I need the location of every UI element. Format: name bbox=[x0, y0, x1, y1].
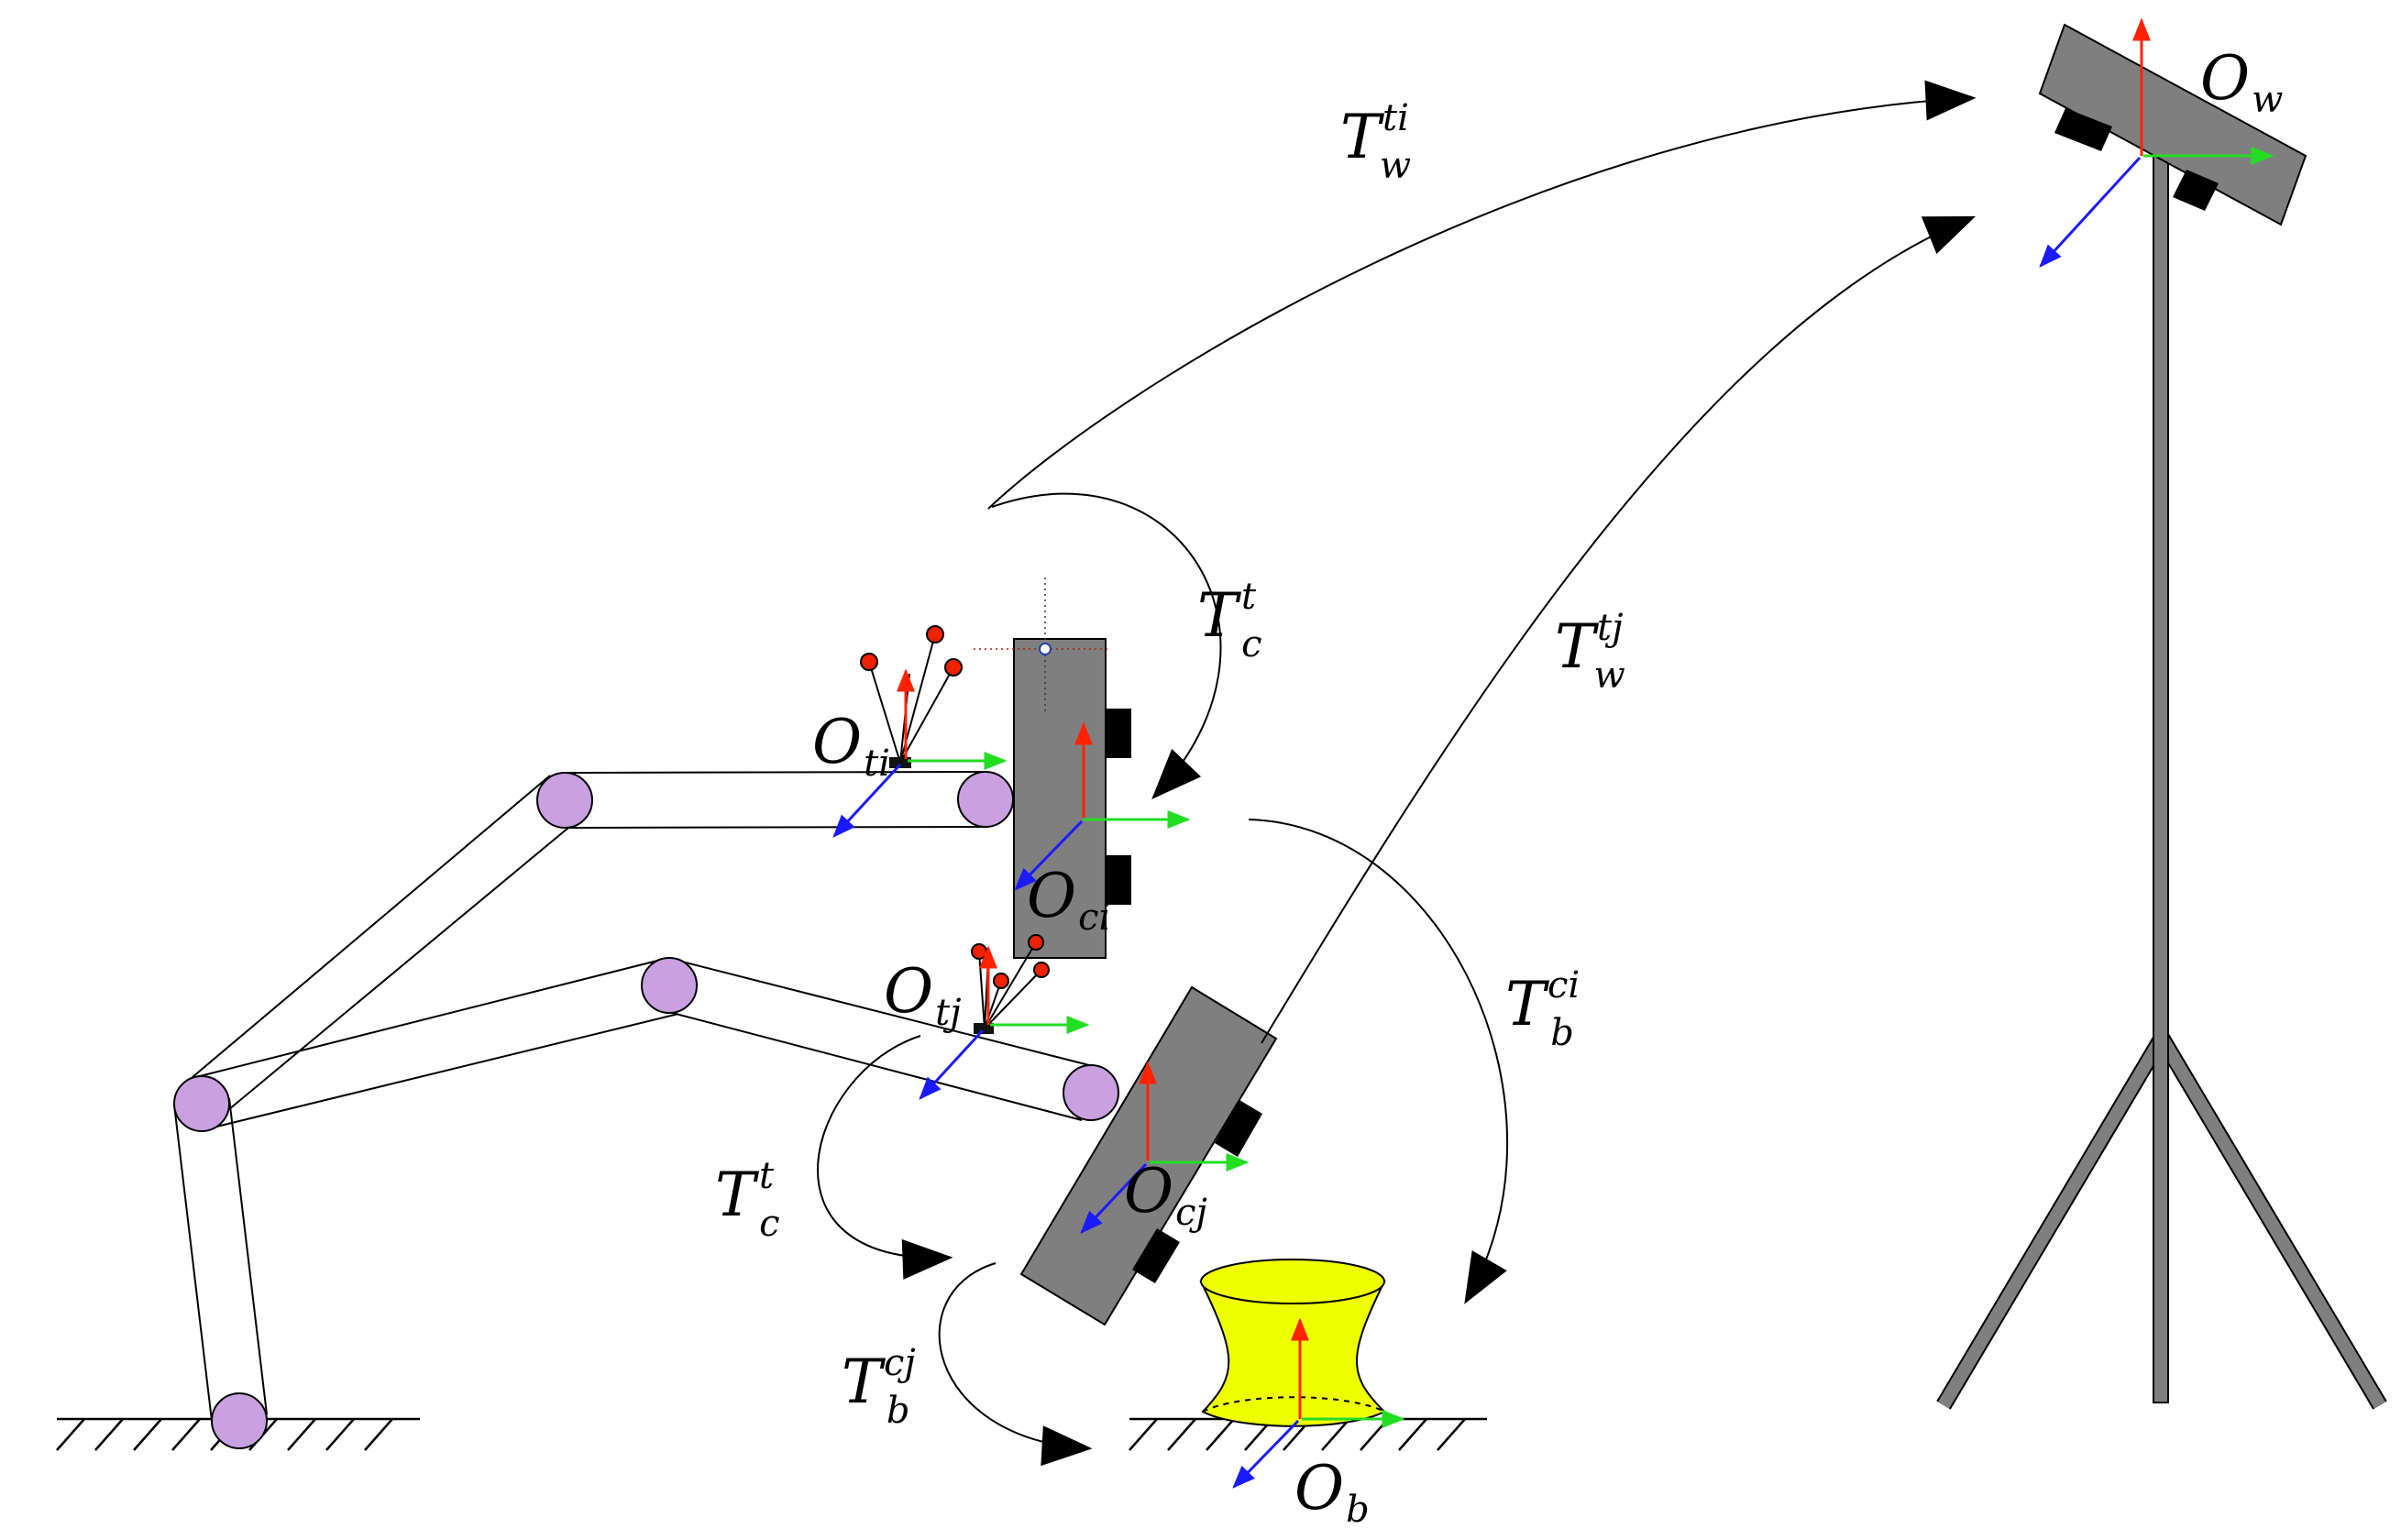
joint-wrist-upper bbox=[957, 771, 1014, 828]
arm-link-lower-1 bbox=[192, 958, 679, 1130]
joint-shoulder bbox=[173, 1075, 230, 1132]
transform-arrows bbox=[817, 80, 1977, 1467]
joint-base bbox=[211, 1392, 268, 1449]
arrow-T-c-t-upper bbox=[991, 492, 1222, 799]
axis-z-arrow bbox=[2039, 156, 2142, 268]
arrow-T-w-ti bbox=[987, 80, 1977, 510]
joint-elbow-upper bbox=[536, 772, 593, 829]
camera-ci bbox=[974, 578, 1191, 959]
arm-link-upper-2 bbox=[560, 771, 989, 829]
joint-wrist-lower bbox=[1063, 1064, 1119, 1121]
axis-z-arrow bbox=[832, 763, 902, 838]
marker-ball bbox=[1033, 962, 1050, 978]
label-O-ci: Oci bbox=[1027, 861, 1110, 939]
arrow-T-c-t-lower bbox=[817, 1035, 953, 1280]
arm-link-lower-2 bbox=[661, 957, 1094, 1121]
arrow-T-w-tj bbox=[1261, 215, 1977, 1044]
robot-arm bbox=[173, 771, 1119, 1449]
label-O-tj: Otj bbox=[884, 956, 962, 1034]
axis-z-arrow bbox=[1080, 1162, 1148, 1234]
marker-ball bbox=[860, 653, 878, 671]
marker-ball bbox=[971, 943, 987, 960]
arm-link-upper-1 bbox=[192, 775, 580, 1124]
label-O-w: Ow bbox=[2200, 43, 2283, 121]
world-camera-tripod bbox=[1936, 17, 2387, 1410]
object-b bbox=[1199, 1259, 1405, 1489]
marker-ball bbox=[926, 625, 944, 644]
axis-z-arrow bbox=[1014, 820, 1084, 891]
label-O-ti: Oti bbox=[812, 707, 890, 785]
marker-ball bbox=[1028, 934, 1044, 951]
ground-right bbox=[1129, 1417, 1487, 1451]
axis-z-arrow bbox=[1232, 1419, 1300, 1489]
arm-link-base bbox=[173, 1097, 268, 1422]
joint-elbow-lower bbox=[641, 957, 698, 1014]
marker-ball bbox=[993, 973, 1009, 989]
camera-cj bbox=[1019, 985, 1278, 1326]
arrow-T-b-ci bbox=[1248, 819, 1509, 1304]
arrow-T-b-cj bbox=[938, 1262, 1093, 1467]
label-O-cj: Ocj bbox=[1124, 1156, 1207, 1234]
tracker-j bbox=[919, 934, 1090, 1100]
axis-z-arrow bbox=[919, 1028, 985, 1100]
label-O-b: Ob bbox=[1294, 1453, 1370, 1531]
tracker-i bbox=[832, 625, 1008, 838]
marker-ball bbox=[944, 658, 963, 676]
